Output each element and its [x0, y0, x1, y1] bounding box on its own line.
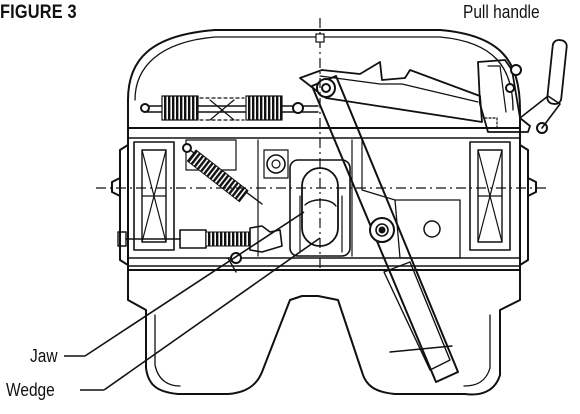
diagonal-spring: [186, 149, 263, 205]
right-bracket: [469, 141, 511, 251]
diagonal-lever-bar: [311, 75, 459, 383]
centerlines: [96, 18, 548, 272]
top-plate-outline: [119, 29, 529, 396]
pull-handle-label: Pull handle: [463, 2, 540, 22]
main-frame: [127, 127, 521, 271]
wedge-label: Wedge: [6, 380, 55, 400]
left-bracket: [133, 141, 175, 251]
top-spring-assembly: [140, 95, 319, 121]
figure-title: FIGURE 3: [0, 2, 77, 23]
leader-lines: [64, 211, 321, 391]
jaw-label: Jaw: [30, 346, 58, 366]
pull-handle: [477, 39, 568, 134]
